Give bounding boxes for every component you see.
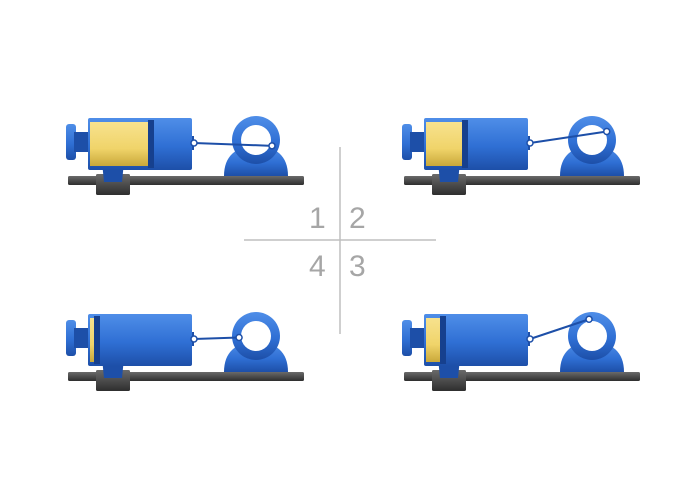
end-cap bbox=[402, 320, 412, 356]
rod-joint bbox=[526, 335, 534, 343]
engine-stage-4 bbox=[66, 312, 304, 391]
end-cap bbox=[66, 124, 76, 160]
flywheel-hole bbox=[241, 125, 271, 155]
cylinder-body bbox=[88, 314, 192, 366]
end-cap bbox=[66, 320, 76, 356]
engine-stage-3 bbox=[402, 312, 640, 391]
engine-stage-2 bbox=[402, 116, 640, 195]
quadrant-number-3: 3 bbox=[349, 250, 366, 283]
cap-neck bbox=[74, 328, 90, 348]
flywheel-hole bbox=[241, 321, 271, 351]
cap-neck bbox=[74, 132, 90, 152]
piston-head bbox=[94, 316, 100, 364]
quadrant-number-4: 4 bbox=[309, 250, 326, 283]
flywheel-hole bbox=[577, 321, 607, 351]
flywheel-hole bbox=[577, 125, 607, 155]
quadrant-number-1: 1 bbox=[309, 202, 326, 235]
engine-machines bbox=[66, 116, 640, 391]
crank-pin bbox=[585, 315, 593, 324]
crank-pin bbox=[235, 333, 243, 342]
quadrant-divider bbox=[244, 147, 436, 334]
piston-head bbox=[148, 120, 154, 168]
piston-chamber bbox=[90, 122, 148, 166]
piston-chamber bbox=[426, 122, 462, 166]
end-cap bbox=[402, 124, 412, 160]
connecting-rod bbox=[529, 130, 607, 144]
connecting-rod bbox=[193, 336, 240, 340]
piston-chamber bbox=[90, 318, 94, 362]
piston-chamber bbox=[426, 318, 440, 362]
cylinder-body bbox=[424, 314, 528, 366]
piston-head bbox=[462, 120, 468, 168]
piston-head bbox=[440, 316, 446, 364]
crank-pin bbox=[602, 127, 611, 136]
rod-joint bbox=[190, 335, 198, 343]
engine-stage-1 bbox=[66, 116, 304, 195]
quadrant-number-2: 2 bbox=[349, 202, 366, 235]
cap-neck bbox=[410, 132, 426, 152]
rod-joint bbox=[190, 139, 198, 147]
crank-pin bbox=[268, 142, 276, 150]
connecting-rod bbox=[193, 142, 273, 147]
cap-neck bbox=[410, 328, 426, 348]
rod-joint bbox=[526, 139, 534, 147]
connecting-rod bbox=[529, 318, 590, 340]
